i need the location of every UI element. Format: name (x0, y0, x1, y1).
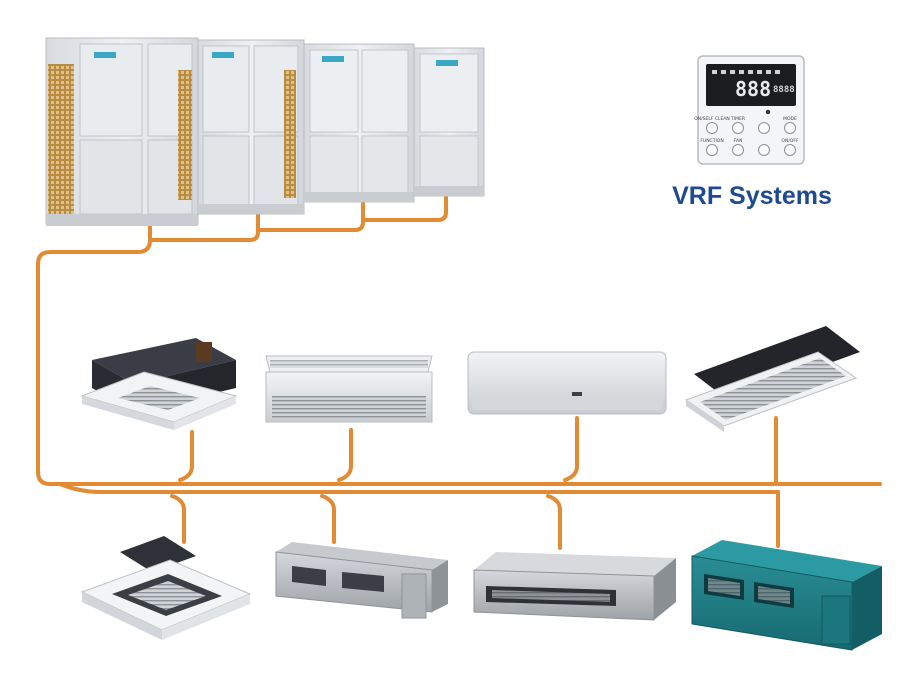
pipe-outdoor-main (36, 216, 882, 486)
pipe-branch-bottom-1 (170, 494, 186, 544)
pipe-branch-bottom-2 (320, 494, 336, 544)
controller-button-label: FUNCTION (700, 138, 723, 144)
controller-button (732, 144, 744, 156)
display-main-digits: 888 (735, 77, 771, 101)
controller-button (784, 122, 796, 134)
pipe-branch-top-1 (178, 430, 194, 482)
diagram-title: VRF Systems (672, 182, 832, 210)
pipe-trunk-lower (58, 482, 780, 494)
indoor-unit-cassette-top (80, 338, 238, 430)
sensor-dot (765, 109, 771, 115)
controller-button (758, 144, 770, 156)
controller-button-label: MODE (783, 116, 797, 122)
pipe-branch-bottom-3 (546, 494, 562, 550)
outdoor-unit-2 (197, 39, 305, 215)
indoor-unit-cassette-bottom (80, 536, 252, 640)
pipe-branch-top-2 (337, 428, 353, 482)
controller-button-label: FAN (734, 138, 743, 144)
indoor-unit-duct-slim-bottom (473, 552, 676, 621)
controller-display (706, 64, 796, 106)
controller-button (732, 122, 744, 134)
controller-button (706, 122, 718, 134)
outdoor-unit-4 (413, 47, 485, 197)
pipe-branch-top-3 (563, 416, 579, 482)
pipe-outdoor-4 (361, 190, 448, 222)
pipe-outdoor-2 (148, 203, 260, 242)
refrigerant-piping (36, 190, 882, 550)
controller-button (784, 144, 796, 156)
pipe-outdoor-3 (256, 194, 365, 232)
controller-button (706, 144, 718, 156)
controller-button-label: TIMER (730, 116, 745, 122)
controller-button (758, 122, 770, 134)
indoor-unit-duct-medium-bottom (275, 542, 448, 619)
controller-button-label: ON/SELF CLEAN (694, 116, 730, 122)
controller-button-label: ON/OFF (781, 138, 799, 144)
display-small-digits: 8888 (773, 85, 795, 95)
outdoor-unit-3 (303, 43, 415, 203)
indoor-unit-one-way-cassette-top (684, 326, 860, 432)
indoor-unit-ceiling-floor-top (265, 355, 433, 423)
indoor-unit-wall-mounted-top (467, 351, 667, 415)
outdoor-units (45, 37, 485, 226)
indoor-unit-duct-high-static-bottom (691, 540, 882, 651)
outdoor-unit-1 (45, 37, 199, 226)
